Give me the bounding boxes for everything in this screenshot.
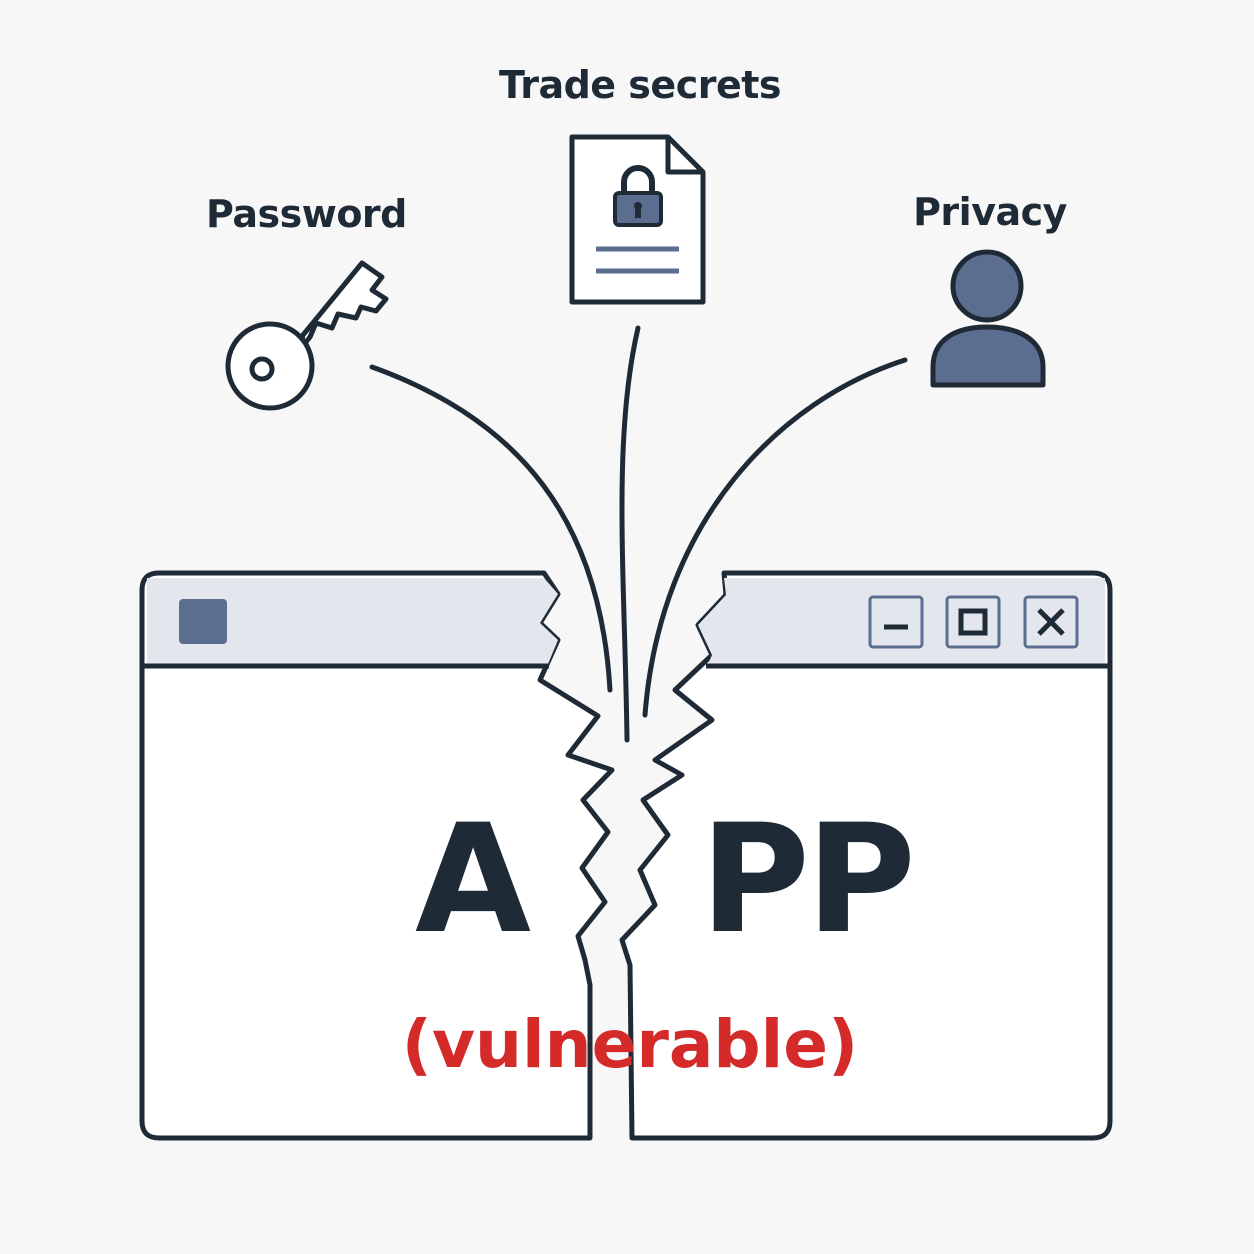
locked-document-icon [569, 134, 706, 305]
leak-line-privacy [642, 357, 908, 718]
key-icon [225, 260, 389, 411]
trade-secrets-label: Trade secrets [498, 63, 782, 107]
privacy-label: Privacy [913, 190, 1067, 234]
app-title-left: A [415, 793, 532, 967]
app-title-right: PP [700, 793, 916, 967]
window-controls [868, 595, 1079, 649]
app-window-left-half [139, 570, 615, 1141]
close-icon[interactable] [1023, 595, 1079, 649]
vulnerable-warning: (vulnerable) [401, 1006, 859, 1083]
leak-line-password [369, 364, 613, 693]
password-label: Password [206, 192, 407, 236]
user-silhouette-icon [930, 249, 1046, 388]
minimize-icon[interactable] [868, 595, 924, 649]
leak-line-trade-secrets [619, 325, 641, 743]
window-app-icon [179, 599, 227, 644]
maximize-icon[interactable] [945, 595, 1001, 649]
